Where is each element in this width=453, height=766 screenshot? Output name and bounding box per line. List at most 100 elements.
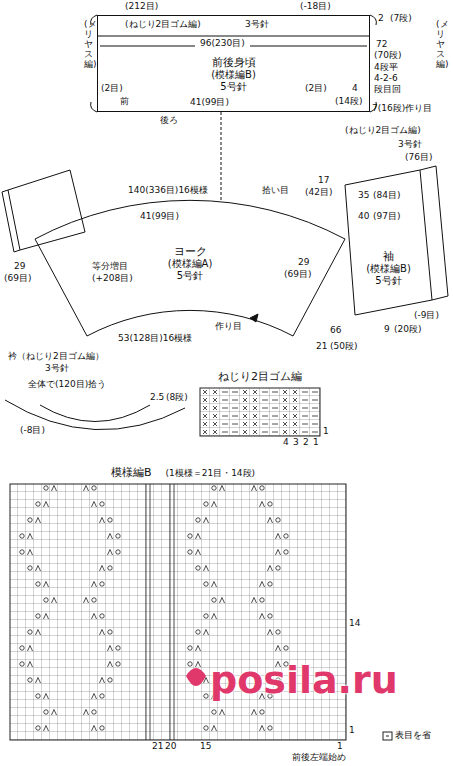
left-cuff (2, 190, 20, 252)
dimension-label: (70段) (374, 51, 401, 61)
decrease-stitch (36, 678, 41, 684)
right-cuff (420, 166, 448, 300)
decrease-stitch (212, 582, 217, 588)
part-title: 前後身頃 (212, 56, 256, 69)
dimension-label: (84目) (373, 191, 400, 201)
purl-stitch (302, 424, 308, 425)
collar-band (40, 405, 150, 422)
yarn-over (204, 694, 208, 698)
yarn-over (276, 630, 280, 634)
decrease-stitch (44, 614, 49, 620)
yarn-over (28, 518, 32, 522)
purl-stitch (222, 416, 228, 417)
dimension-label: (+208目) (92, 274, 133, 284)
purl-stitch (262, 400, 268, 401)
dimension-label: (-8目) (20, 426, 45, 436)
yarn-over (36, 694, 40, 698)
yarn-over (20, 534, 24, 538)
dimension-label: 96(230目) (200, 39, 245, 49)
dimension-label: 29 (14, 262, 25, 272)
twist-stitch (243, 430, 247, 434)
purl-stitch (302, 408, 308, 409)
twist-stitch (253, 398, 257, 402)
dimension-label: 21 (316, 342, 327, 352)
dimension-label: 段目回 (374, 85, 401, 95)
decrease-stitch (260, 614, 265, 620)
dimension-label: 140(336目)16模様 (128, 186, 208, 196)
yarn-over (36, 614, 40, 618)
dimension-label: 作り目 (215, 322, 242, 332)
purl-stitch (232, 408, 238, 409)
dimension-label: (7段) (390, 14, 412, 24)
part-note: (模様編B) (211, 69, 256, 81)
purl-stitch (232, 424, 238, 425)
twist-stitch (283, 414, 287, 418)
yarn-over (116, 550, 120, 554)
decrease-stitch (260, 502, 265, 508)
dimension-label: (69目) (4, 274, 31, 284)
dimension-label: 4 (352, 84, 358, 94)
dimension-label: 41(99目) (190, 98, 229, 108)
twist-stitch (283, 406, 287, 410)
decrease-stitch (204, 630, 209, 636)
twist-stitch (293, 390, 297, 394)
decrease-stitch (36, 630, 41, 636)
yarn-over (188, 646, 192, 650)
decrease-stitch (92, 502, 97, 508)
part-note: (模様編A) (168, 258, 213, 270)
yarn-over (212, 710, 216, 714)
twist-stitch (253, 406, 257, 410)
twist-stitch (283, 398, 287, 402)
twist-stitch (213, 422, 217, 426)
part-title: 模様編B (111, 466, 152, 479)
dimension-label: 2.5 (150, 393, 164, 403)
edge-curl (91, 15, 377, 112)
decrease-stitch (252, 598, 257, 604)
twist-stitch (293, 422, 297, 426)
yarn-over (196, 518, 200, 522)
left-sleeve (8, 170, 85, 250)
decrease-stitch (44, 726, 49, 732)
panel-outline-path (35, 200, 345, 336)
decrease-stitch (36, 566, 41, 572)
yarn-over (212, 598, 216, 602)
yarn-over (268, 726, 272, 730)
dimension-label: (20段) (394, 325, 421, 335)
decrease-stitch (276, 534, 281, 540)
legend-box (383, 732, 392, 740)
yarn-over (100, 582, 104, 586)
yarn-over (204, 502, 208, 506)
yarn-over (44, 710, 48, 714)
yarn-over (284, 646, 288, 650)
dimension-label: (メリヤス編) (436, 20, 445, 69)
purl-stitch (272, 432, 278, 433)
twist-stitch (203, 414, 207, 418)
yarn-over (20, 646, 24, 650)
dimension-label: 拾い目 (262, 186, 289, 196)
twist-stitch (293, 430, 297, 434)
decrease-stitch (52, 598, 57, 604)
decrease-stitch (252, 710, 257, 716)
dimension-label: 1 (337, 742, 343, 752)
decrease-stitch (260, 582, 265, 588)
dimension-label: 9 (384, 325, 390, 335)
dimension-label: 衿（ねじり2目ゴム編） (8, 352, 104, 362)
part-note: (1模様＝21目・14段) (165, 466, 255, 479)
twist-stitch (243, 422, 247, 426)
dimension-label: (8段) (166, 393, 188, 403)
dimension-label: 17 (318, 176, 329, 186)
twist-stitch (213, 398, 217, 402)
dimension-label: (メリヤス編) (84, 20, 93, 69)
decrease-stitch (212, 726, 217, 732)
decrease-stitch (100, 518, 105, 524)
decrease-stitch (92, 614, 97, 620)
yarn-over (28, 678, 32, 682)
dimension-label: (2目) (101, 84, 123, 94)
twist-stitch (213, 430, 217, 434)
purl-stitch (272, 424, 278, 425)
dimension-label: 1 (313, 438, 319, 448)
yarn-over (44, 598, 48, 602)
decrease-stitch (100, 630, 105, 636)
yarn-over (116, 662, 120, 666)
dimension-label: (-18目) (300, 2, 331, 12)
